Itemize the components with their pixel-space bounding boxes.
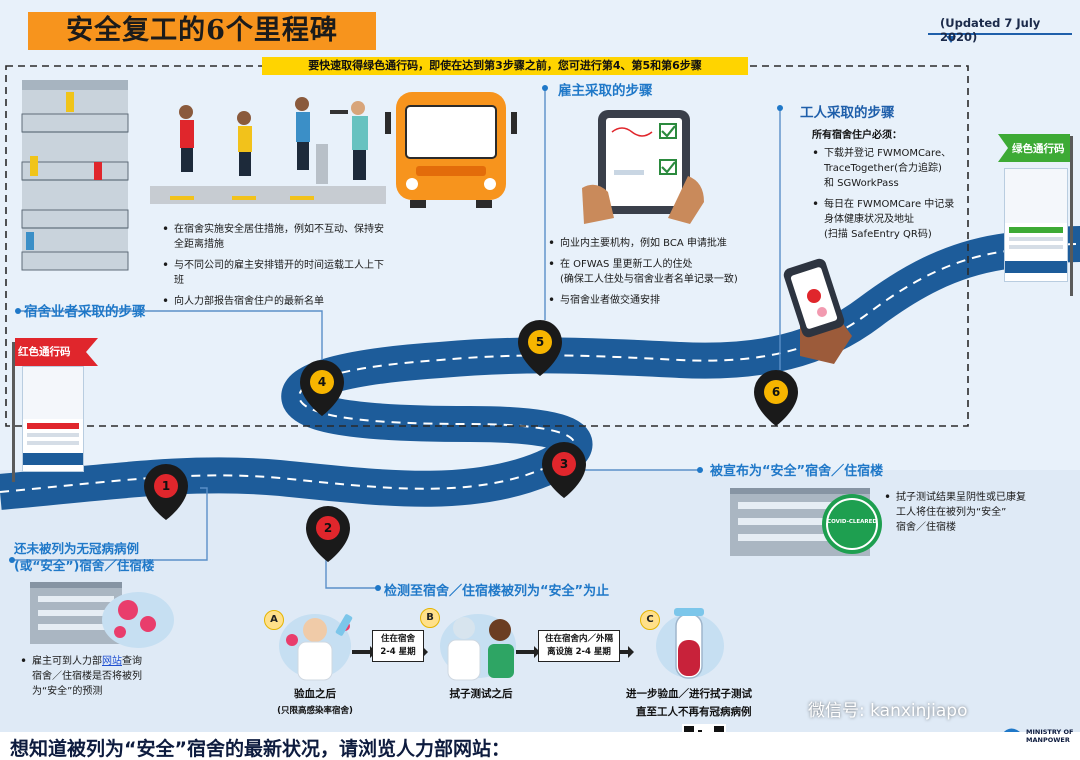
- step-c-caption-line2: 直至工人不再有冠病病例: [636, 706, 752, 718]
- connector-dots: [9, 85, 783, 591]
- green-pass-status-bar: [1009, 227, 1063, 233]
- dorm-operator-item: 与不同公司的雇主安排错开的时间运载工人上下班: [162, 258, 392, 288]
- not-cleared-title-line1: 还未被列为无冠病病例: [14, 541, 140, 556]
- worker-intro: 所有宿舍住户必须：: [812, 130, 902, 141]
- milestone-pin-1[interactable]: [144, 464, 188, 520]
- step-c-caption-line1: 进一步验血／进行拭子测试: [626, 688, 752, 700]
- worker-item: 每日在 FWMOMCare 中记录 身体健康状况及地址 (扫描 SafeEntr…: [812, 197, 982, 242]
- updated-date: (Updated 7 July 2020): [940, 16, 1041, 44]
- step-a-marker: A: [264, 610, 284, 630]
- dorm-operator-item: 向人力部报告宿舍住户的最新名单: [162, 294, 392, 309]
- dorm-operator-item: 在宿舍实施安全居住措施，例如不互动、保持安全距离措施: [162, 222, 392, 252]
- employer-title: 雇主采取的步骤: [558, 83, 653, 99]
- worker-list: 下载并登记 FWMOMCare、 TraceTogether(合力追踪) 和 S…: [812, 146, 982, 248]
- swab-test-illustration: [440, 614, 516, 681]
- red-pass-nav: [23, 453, 83, 465]
- employer-item: 在 OFWAS 里更新工人的住处 (确保工人住处与宿舍业者名单记录一致): [548, 257, 780, 287]
- queue-illustration: [150, 97, 386, 204]
- highlight-note: 要快速取得绿色通行码，即使在达到第3步骤之前，您可进行第4、第5和第6步骤: [262, 57, 748, 75]
- footer-bar: [0, 732, 1080, 760]
- winding-road: [0, 226, 1080, 510]
- red-flag-label: 红色通行码: [18, 346, 71, 358]
- green-pass-line: [1009, 237, 1063, 241]
- green-pass-nav: [1005, 261, 1067, 273]
- not-cleared-text-post: 查询 宿舍／住宿楼是否将被列 为“安全”的预测: [32, 656, 142, 697]
- green-pass-line: [1009, 245, 1063, 249]
- employer-item: 向业内主要机构，例如 BCA 申请批准: [548, 236, 780, 251]
- step-a-subcaption: (只限高感染率宿舍): [277, 706, 353, 716]
- not-cleared-item: 雇主可到人力部网站查询 宿舍／住宿楼是否将被列 为“安全”的预测: [20, 654, 200, 699]
- cleared-item: 拭子测试结果呈阴性或已康复 工人将住在被列为“安全” 宿舍／住宿楼: [884, 490, 1074, 535]
- worker-item: 下载并登记 FWMOMCare、 TraceTogether(合力追踪) 和 S…: [812, 146, 982, 191]
- milestone-number-6: 6: [771, 385, 781, 399]
- employer-item: 与宿舍业者做交通安排: [548, 293, 780, 308]
- not-cleared-title: 还未被列为无冠病病例 (或“安全”)宿舍／住宿楼: [14, 540, 154, 574]
- page-title: 安全复工的6个里程碑: [28, 12, 376, 50]
- milestone-pin-5[interactable]: [518, 320, 562, 376]
- red-pass-status-bar: [27, 423, 79, 429]
- milestone-pin-6[interactable]: [754, 370, 798, 426]
- green-flag-illustration: [998, 134, 1073, 296]
- milestone-pin-4[interactable]: [300, 360, 344, 416]
- blood-test-illustration: [279, 614, 353, 681]
- stay-facility-box: 住在宿舍内／外隔 离设施 2-4 星期: [538, 630, 620, 662]
- footer-text: 想知道被列为“安全”宿舍的最新状况，请浏览人力部网站：: [10, 738, 510, 760]
- wechat-watermark: 微信号: kanxinjiapo: [808, 701, 968, 721]
- test-tube-illustration: [656, 608, 724, 679]
- milestone-number-2: 2: [323, 521, 333, 535]
- cleared-list: 拭子测试结果呈阴性或已康复 工人将住在被列为“安全” 宿舍／住宿楼: [884, 490, 1074, 541]
- testing-title: 检测至宿舍／住宿楼被列为“安全”为止: [384, 584, 610, 599]
- green-pass-card: [1004, 168, 1068, 282]
- not-cleared-text-pre: 雇主可到人力部: [32, 656, 102, 667]
- dorm-building-illustration: [21, 80, 129, 271]
- step-a-caption: 验血之后: [294, 688, 336, 700]
- not-cleared-list: 雇主可到人力部网站查询 宿舍／住宿楼是否将被列 为“安全”的预测: [20, 654, 200, 705]
- not-cleared-title-line2: (或“安全”)宿舍／住宿楼: [14, 558, 155, 573]
- milestone-number-5: 5: [535, 335, 545, 349]
- milestone-pin-2[interactable]: [306, 506, 350, 562]
- milestone-number-1: 1: [161, 479, 171, 493]
- green-pass-photo-area: [1005, 169, 1067, 223]
- cleared-building-illustration: [730, 488, 882, 556]
- step-c-marker: C: [640, 610, 660, 630]
- tablet-illustration: [582, 110, 704, 224]
- red-pass-line: [27, 441, 79, 445]
- milestone-number-3: 3: [559, 457, 569, 471]
- covid-cleared-badge: COVID-CLEARED: [827, 519, 877, 525]
- green-flag-label: 绿色通行码: [1012, 143, 1065, 155]
- milestone-number-4: 4: [317, 375, 327, 389]
- ministry-label: MINISTRY OF MANPOWER: [1026, 728, 1074, 744]
- red-pass-card: [22, 366, 84, 472]
- worker-title: 工人采取的步骤: [800, 105, 895, 121]
- step-b-marker: B: [420, 608, 440, 628]
- connector-lines: [12, 88, 781, 589]
- updated-marker: [946, 36, 956, 43]
- red-flag-illustration: [12, 338, 98, 482]
- bus-illustration: [385, 92, 517, 208]
- dorm-operator-list: 在宿舍实施安全居住措施，例如不互动、保持安全距离措施 与不同公司的雇主安排错开的…: [162, 222, 392, 315]
- dorm-operator-title: 宿舍业者采取的步骤: [24, 304, 146, 320]
- infected-building-illustration: [30, 582, 174, 648]
- mom-website-link[interactable]: 网站: [102, 656, 122, 667]
- step-b-caption: 拭子测试之后: [449, 688, 513, 700]
- stay-dorm-box: 住在宿舍 2-4 星期: [372, 630, 424, 662]
- phone-hand-illustration: [783, 258, 852, 364]
- red-pass-line: [27, 433, 79, 437]
- red-pass-photo-area: [23, 367, 83, 419]
- employer-list: 向业内主要机构，例如 BCA 申请批准 在 OFWAS 里更新工人的住处 (确保…: [548, 236, 780, 314]
- milestone-pin-3[interactable]: [542, 442, 586, 498]
- cleared-title: 被宣布为“安全”宿舍／住宿楼: [710, 464, 884, 479]
